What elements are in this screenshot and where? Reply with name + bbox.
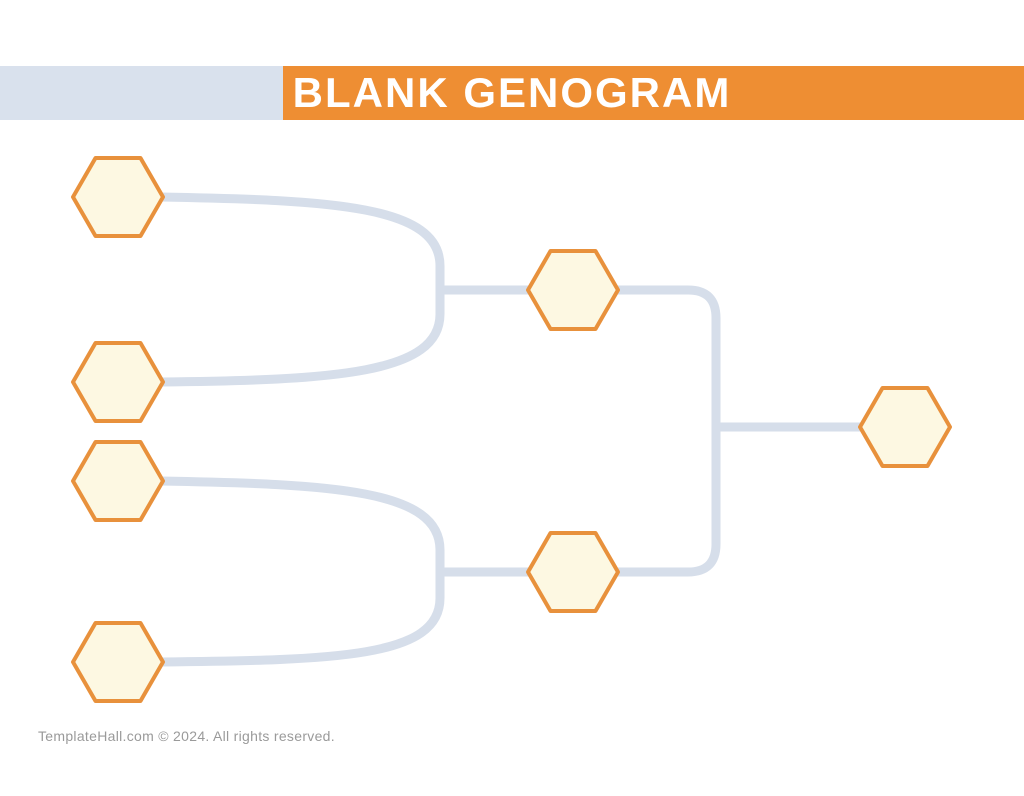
- hexagon-node-grandparent-1: [71, 156, 165, 238]
- page-title: BLANK GENOGRAM: [292, 69, 732, 116]
- header-accent-band: [283, 66, 1024, 120]
- hexagon-node-parent-2: [526, 531, 620, 613]
- connector-parents-bracket: [610, 285, 721, 577]
- connector-paternal-grandparents-bracket: [159, 192, 445, 387]
- header-left-band: [0, 66, 283, 120]
- hexagon-node-grandparent-3: [71, 440, 165, 522]
- header: BLANK GENOGRAM: [0, 66, 1024, 120]
- connector-maternal-grandparents-bracket: [159, 476, 445, 667]
- hexagon-node-grandparent-4: [71, 621, 165, 703]
- footer-copyright: TemplateHall.com © 2024. All rights rese…: [38, 728, 335, 744]
- hexagon-node-child-1: [858, 386, 952, 468]
- hexagon-node-grandparent-2: [71, 341, 165, 423]
- hexagon-node-parent-1: [526, 249, 620, 331]
